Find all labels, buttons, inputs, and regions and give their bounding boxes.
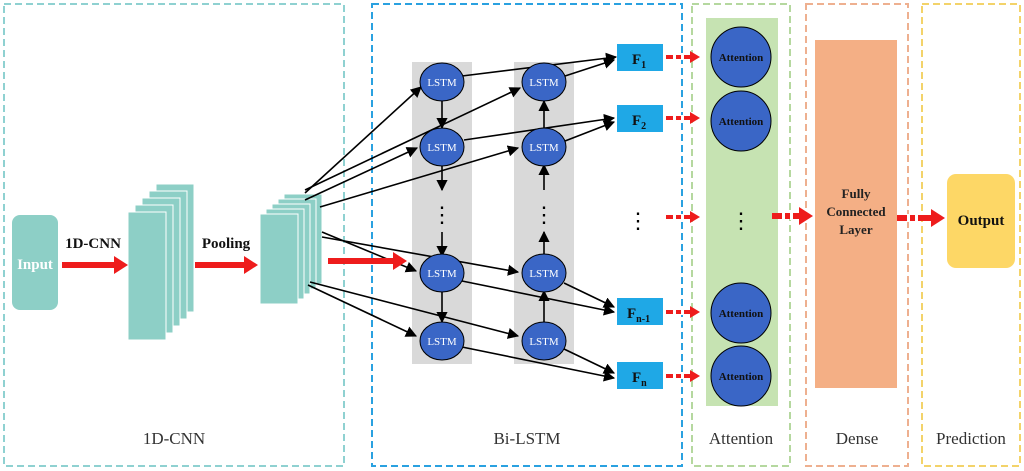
attention-section-label: Attention (709, 429, 774, 448)
attention-node-1-label: Attention (719, 52, 764, 64)
lstm-f4-to-featurenm1-arrow (461, 280, 616, 316)
lstm-f1: LSTM (419, 62, 465, 102)
lstm-b4-label: LSTM (529, 268, 559, 280)
lstm-b1-label: LSTM (529, 77, 559, 89)
lstm-f1-label: LSTM (427, 77, 457, 89)
lstm-f2: LSTM (419, 127, 465, 167)
attention-node-n-1: Attention (710, 282, 772, 344)
lstm-b5: LSTM (521, 321, 567, 361)
dense-section-label: Dense (836, 429, 878, 448)
lstm-b4-to-featurenm1-arrow (563, 282, 616, 308)
feature-label-2: F2 (632, 113, 646, 132)
lstm-b1-to-feature1-arrow (564, 57, 616, 77)
cnn-section-label: 1D-CNN (143, 429, 205, 448)
attention-node-2: Attention (710, 90, 772, 152)
conv-flow-arrow (62, 256, 128, 274)
feature-box-2 (617, 105, 663, 132)
feature-ellipsis: ⋮ (627, 208, 649, 233)
lstm-b5-label: LSTM (529, 336, 559, 348)
lstm-b2: LSTM (521, 127, 567, 167)
bilstm-section (371, 3, 683, 467)
output-label: Output (958, 213, 1005, 229)
conv-arrow-label: 1D-CNN (65, 236, 121, 252)
pool-to-lstm-b1-arrow (304, 87, 522, 191)
lstm-b2-label: LSTM (529, 142, 559, 154)
conv-feature-maps (127, 183, 195, 341)
pooled-feature-maps (259, 193, 323, 305)
feature-label-n: Fn (632, 370, 647, 389)
dense-label-line1: Fully (842, 186, 871, 201)
pool-to-lstm-f1-arrow (304, 86, 422, 194)
attention-node-2-label: Attention (719, 116, 764, 128)
output-block (947, 174, 1015, 268)
dense-label-line3: Layer (839, 222, 872, 237)
lstm-f5-to-featuren-arrow (461, 346, 616, 382)
pool-to-lstm-b5-arrow (309, 281, 520, 339)
dense-to-output-arrow (897, 209, 945, 227)
attention-node-n: Attention (710, 345, 772, 407)
dense-section (805, 3, 909, 467)
pool-to-lstm-f2-arrow (304, 147, 419, 201)
lstm-backward-ellipsis: ⋮ (533, 202, 555, 227)
attention-section (691, 3, 791, 467)
bilstm-section-label: Bi-LSTM (493, 429, 560, 448)
lstm-f5: LSTM (419, 321, 465, 361)
lstm-flow-arrow (328, 252, 407, 270)
feature-label-1: F1 (632, 52, 646, 71)
feature-box-n-1 (617, 298, 663, 325)
lstm-f4-label: LSTM (427, 268, 457, 280)
pool-to-lstm-f5-arrow (307, 284, 418, 337)
pooling-flow-arrow (195, 256, 258, 274)
pooling-arrow-label: Pooling (202, 236, 251, 252)
feature-box-1 (617, 44, 663, 71)
input-label: Input (17, 257, 53, 273)
feature-label-n-1: Fn-1 (627, 306, 650, 325)
attention-node-1: Attention (710, 26, 772, 88)
lstm-b2-to-feature2-arrow (564, 120, 616, 142)
attention-node-n-label: Attention (719, 371, 764, 383)
lstm-f2-label: LSTM (427, 142, 457, 154)
lstm-b5-to-featuren-arrow (563, 348, 616, 374)
lstm-forward-ellipsis: ⋮ (431, 202, 453, 227)
prediction-section (921, 3, 1021, 467)
attention-ellipsis: ⋮ (730, 208, 752, 233)
cnn-section (3, 3, 345, 467)
input-block (12, 215, 58, 310)
lstm-b4: LSTM (521, 253, 567, 293)
feature-box-n (617, 362, 663, 389)
attention-node-n-1-label: Attention (719, 308, 764, 320)
dense-layer-block (815, 40, 897, 388)
lstm-b1: LSTM (521, 62, 567, 102)
lstm-f5-label: LSTM (427, 336, 457, 348)
dense-label-line2: Connected (826, 204, 886, 219)
pool-to-lstm-b2-arrow (319, 145, 520, 208)
pool-to-lstm-b4-arrow (321, 236, 520, 276)
lstm-f4: LSTM (419, 253, 465, 293)
prediction-section-label: Prediction (936, 429, 1006, 448)
